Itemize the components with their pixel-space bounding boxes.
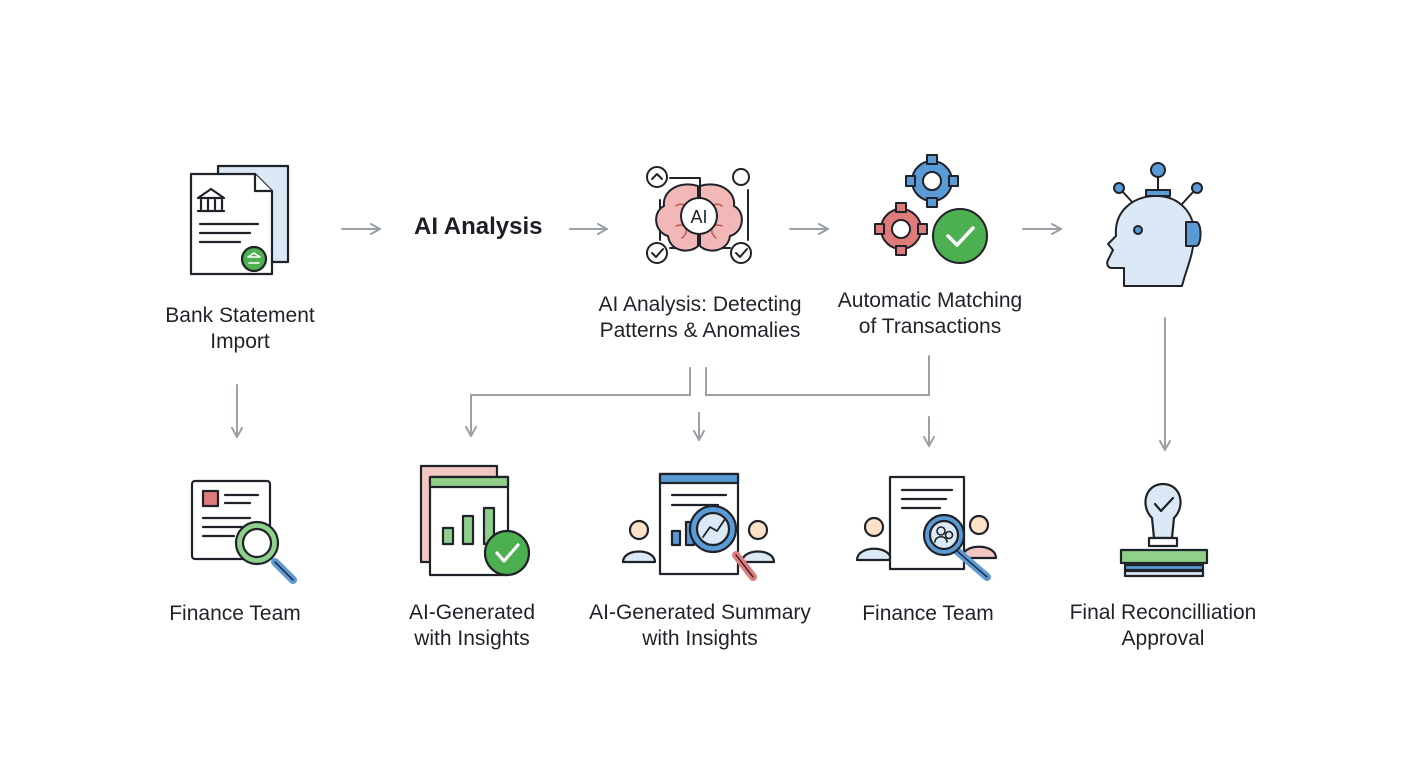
robot-head-icon bbox=[1106, 162, 1203, 287]
approval-stamp-icon bbox=[1119, 482, 1209, 578]
label-line: AI-Generated Summary bbox=[589, 601, 811, 624]
label-ai-generated-summary: AI-Generated Summary with Insights bbox=[580, 600, 820, 652]
label-final-reconciliation-approval: Final Reconcilliation Approval bbox=[1053, 600, 1273, 652]
label-finance-team-1: Finance Team bbox=[140, 601, 330, 627]
label-line: Finance Team bbox=[862, 602, 994, 625]
ai-brain-network-icon bbox=[646, 166, 752, 264]
bank-document-icon bbox=[189, 164, 290, 276]
ai-badge-text: AI bbox=[690, 207, 707, 227]
label-line: Bank Statement bbox=[165, 304, 315, 327]
label-finance-team-2: Finance Team bbox=[833, 601, 1023, 627]
document-magnifier-icon bbox=[190, 479, 297, 584]
connectors bbox=[231, 223, 1171, 451]
label-line: Automatic Matching bbox=[837, 289, 1023, 312]
gears-check-icon bbox=[874, 154, 988, 264]
label-line: Final Reconcilliation bbox=[1069, 601, 1257, 624]
team-document-search-icon bbox=[855, 475, 998, 581]
report-chart-check-icon bbox=[419, 464, 531, 577]
label-line: Patterns & Anomalies bbox=[599, 319, 801, 342]
label-line: AI Analysis: Detecting bbox=[598, 293, 802, 316]
connector-to-summary bbox=[705, 355, 930, 396]
ai-analysis-heading: AI Analysis bbox=[414, 213, 543, 240]
connector-to-ai-generated bbox=[465, 367, 691, 437]
label-ai-generated-insights: AI-Generated with Insights bbox=[372, 600, 572, 652]
summary-review-icon bbox=[621, 472, 776, 581]
label-line: Import bbox=[210, 330, 270, 353]
label-line: with Insights bbox=[642, 627, 758, 650]
label-bank-statement-import: Bank Statement Import bbox=[140, 303, 340, 355]
label-line: AI-Generated bbox=[408, 601, 536, 624]
label-line: of Transactions bbox=[858, 315, 1002, 338]
label-automatic-matching: Automatic Matching of Transactions bbox=[815, 288, 1045, 340]
label-ai-analysis-detecting: AI Analysis: Detecting Patterns & Anomal… bbox=[575, 292, 825, 344]
label-line: Approval bbox=[1121, 627, 1205, 650]
label-line: with Insights bbox=[414, 627, 530, 650]
label-line: Finance Team bbox=[169, 602, 301, 625]
